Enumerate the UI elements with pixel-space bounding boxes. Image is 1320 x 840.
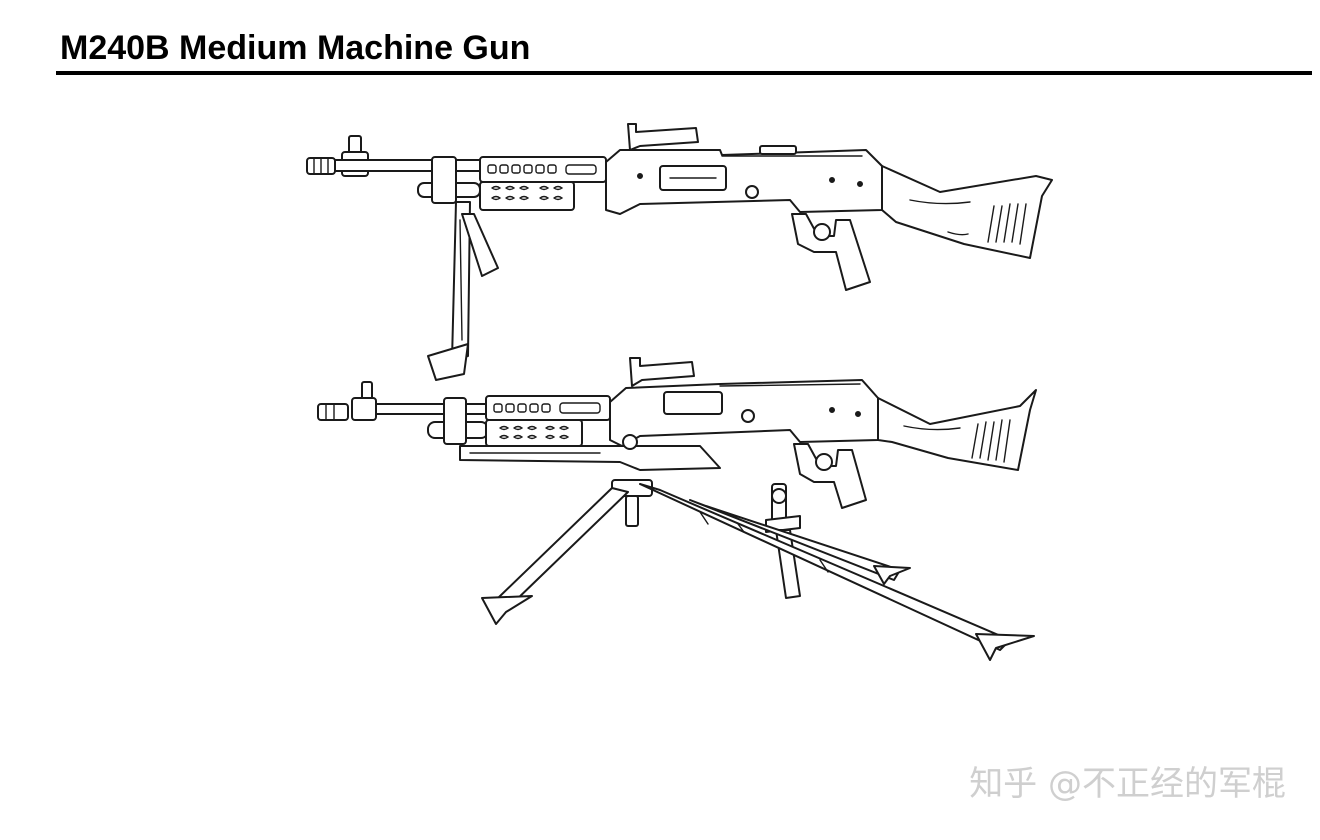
gun-on-tripod-drawing xyxy=(317,357,1037,661)
watermark-text: 知乎 @不正经的军棍 xyxy=(969,764,1286,804)
title-underline xyxy=(56,71,1312,75)
page-title: M240B Medium Machine Gun xyxy=(60,29,531,67)
gun-with-bipod-drawing xyxy=(306,123,1053,381)
